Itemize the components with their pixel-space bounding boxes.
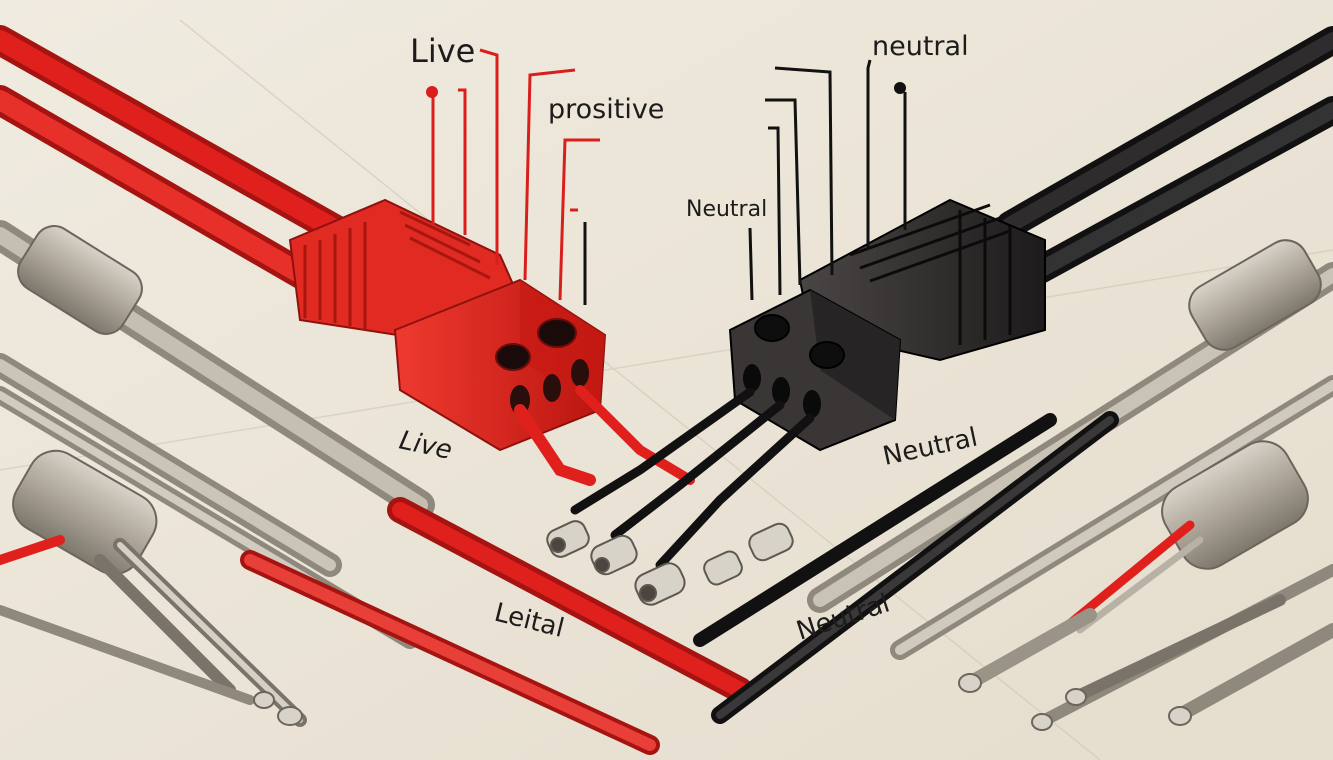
label-neutral-top: neutral xyxy=(872,31,969,62)
label-live-top: Live xyxy=(410,32,475,70)
black-wires xyxy=(693,26,1333,724)
label-prositive: prositive xyxy=(548,94,664,125)
crimp-terminals xyxy=(546,520,794,606)
table-lines xyxy=(0,19,1333,760)
left-metal-cables xyxy=(0,220,435,727)
black-connector xyxy=(570,198,1046,570)
black-marker-dot xyxy=(894,82,906,94)
red-connector xyxy=(288,198,695,486)
red-wires xyxy=(0,25,753,755)
label-neutral-mid: Neutral xyxy=(686,197,767,222)
black-leader-lines xyxy=(583,59,907,305)
red-leader-lines xyxy=(431,48,600,301)
red-marker-dot xyxy=(426,86,438,98)
